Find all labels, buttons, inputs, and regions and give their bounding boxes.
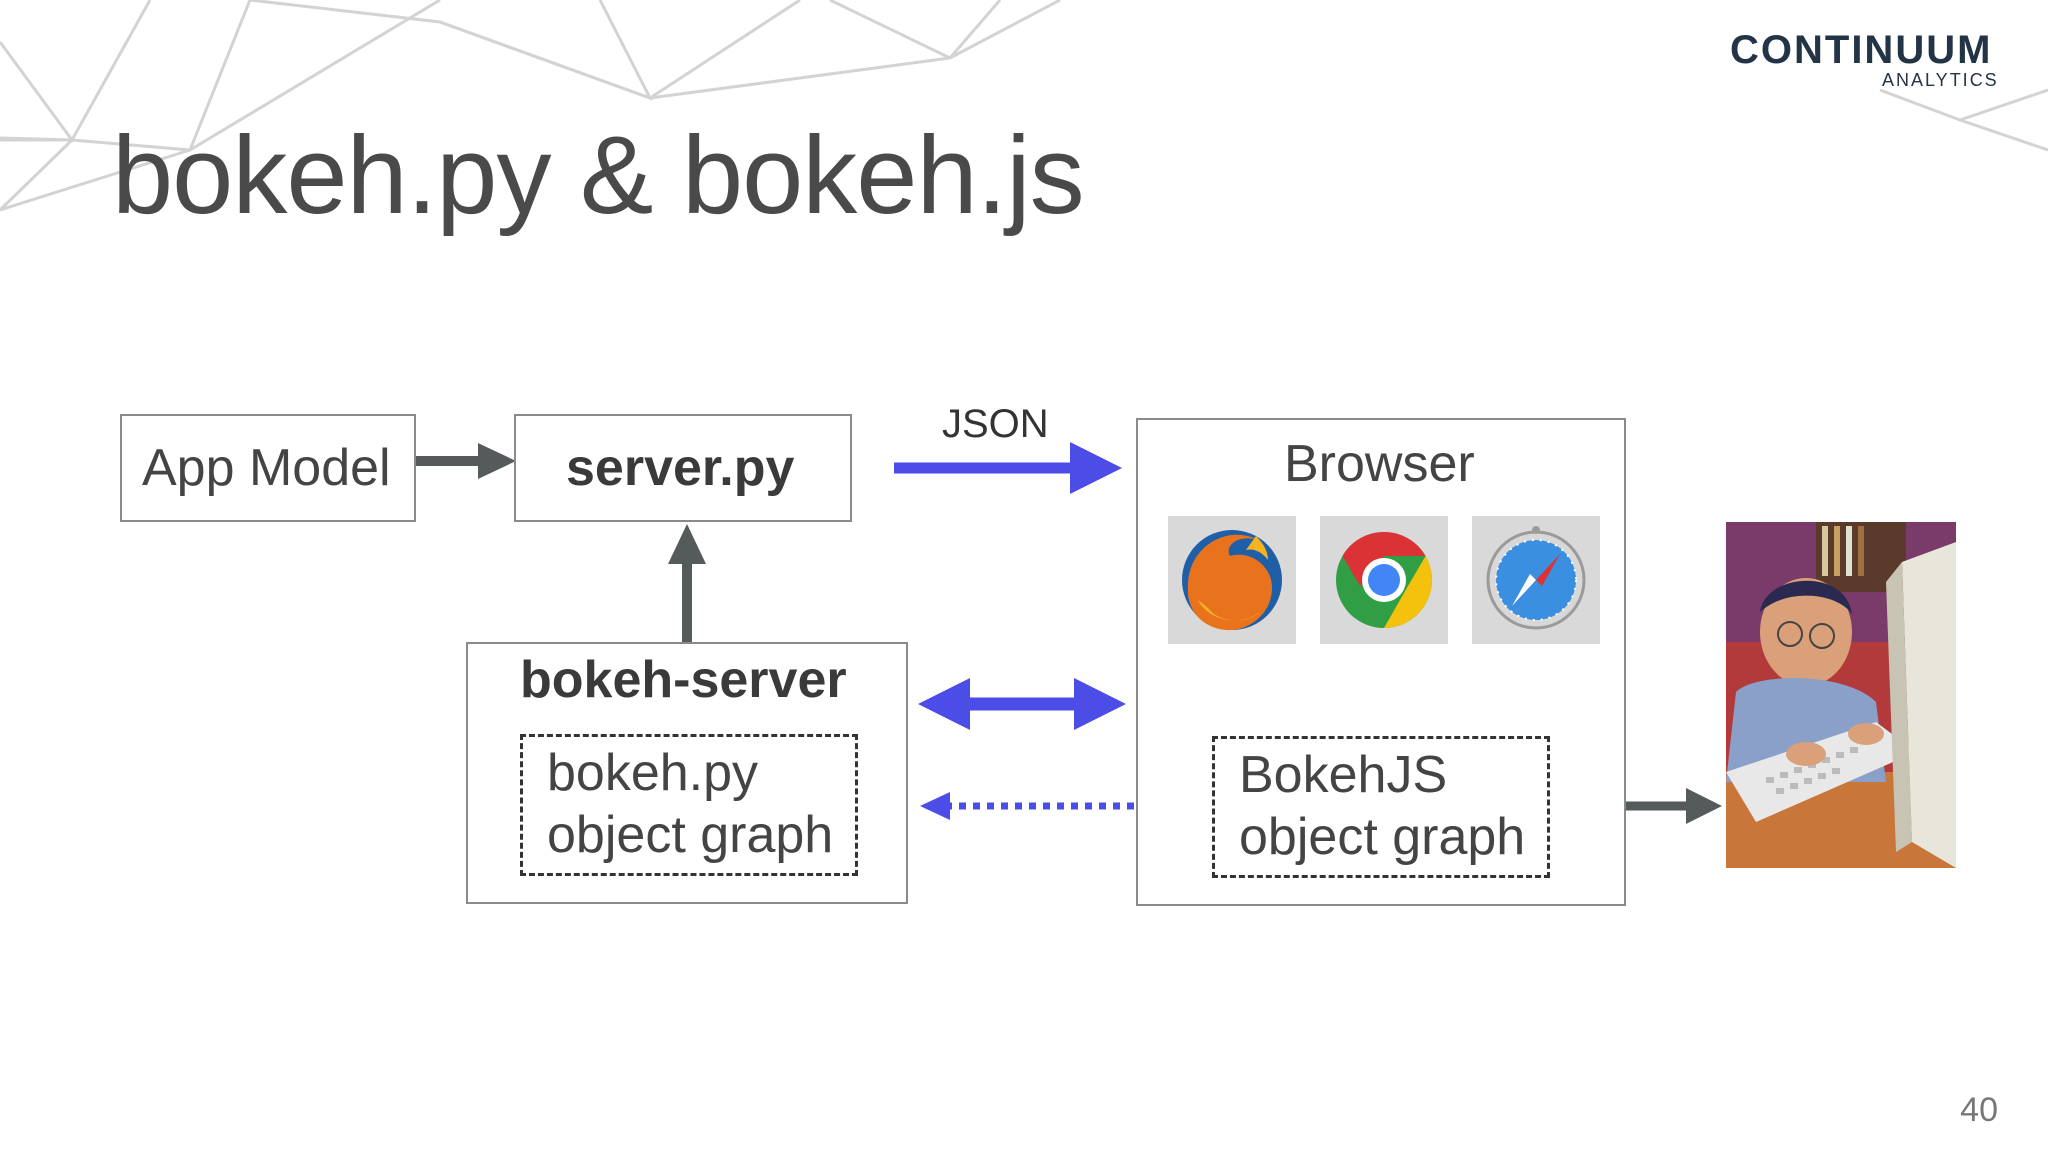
arrow-bokehserver-to-server bbox=[668, 524, 706, 642]
arrow-app-to-server bbox=[415, 443, 516, 479]
slide-title: bokeh.py & bokeh.js bbox=[112, 114, 1085, 237]
js-graph-line1: BokehJS bbox=[1239, 746, 1448, 804]
server-py-label: server.py bbox=[566, 439, 795, 497]
js-object-graph-box: BokehJS object graph bbox=[1212, 736, 1550, 878]
bokeh-server-box: bokeh-server bokeh.py object graph bbox=[466, 642, 908, 904]
arrow-json bbox=[894, 442, 1122, 494]
py-graph-line1: bokeh.py bbox=[547, 744, 759, 802]
safari-icon bbox=[1472, 516, 1600, 644]
chrome-icon bbox=[1320, 516, 1448, 644]
page-number: 40 bbox=[1960, 1091, 1998, 1129]
server-py-box: server.py bbox=[514, 414, 852, 522]
py-graph-line2: object graph bbox=[547, 806, 834, 864]
app-model-label: App Model bbox=[142, 439, 391, 497]
app-model-box: App Model bbox=[120, 414, 416, 522]
browser-label: Browser bbox=[1284, 435, 1475, 493]
continuum-logo: CONTINUUM bbox=[1730, 28, 1993, 72]
bokeh-server-label: bokeh-server bbox=[520, 651, 847, 709]
user-photo bbox=[1726, 522, 1956, 868]
browser-box: Browser BokehJS bbox=[1136, 418, 1626, 906]
arrow-bidirectional bbox=[918, 678, 1126, 730]
firefox-icon bbox=[1168, 516, 1296, 644]
logo-subtitle: ANALYTICS bbox=[1882, 70, 1999, 90]
json-label: JSON bbox=[942, 402, 1049, 446]
js-graph-line2: object graph bbox=[1239, 808, 1526, 866]
py-object-graph-box: bokeh.py object graph bbox=[520, 734, 858, 876]
